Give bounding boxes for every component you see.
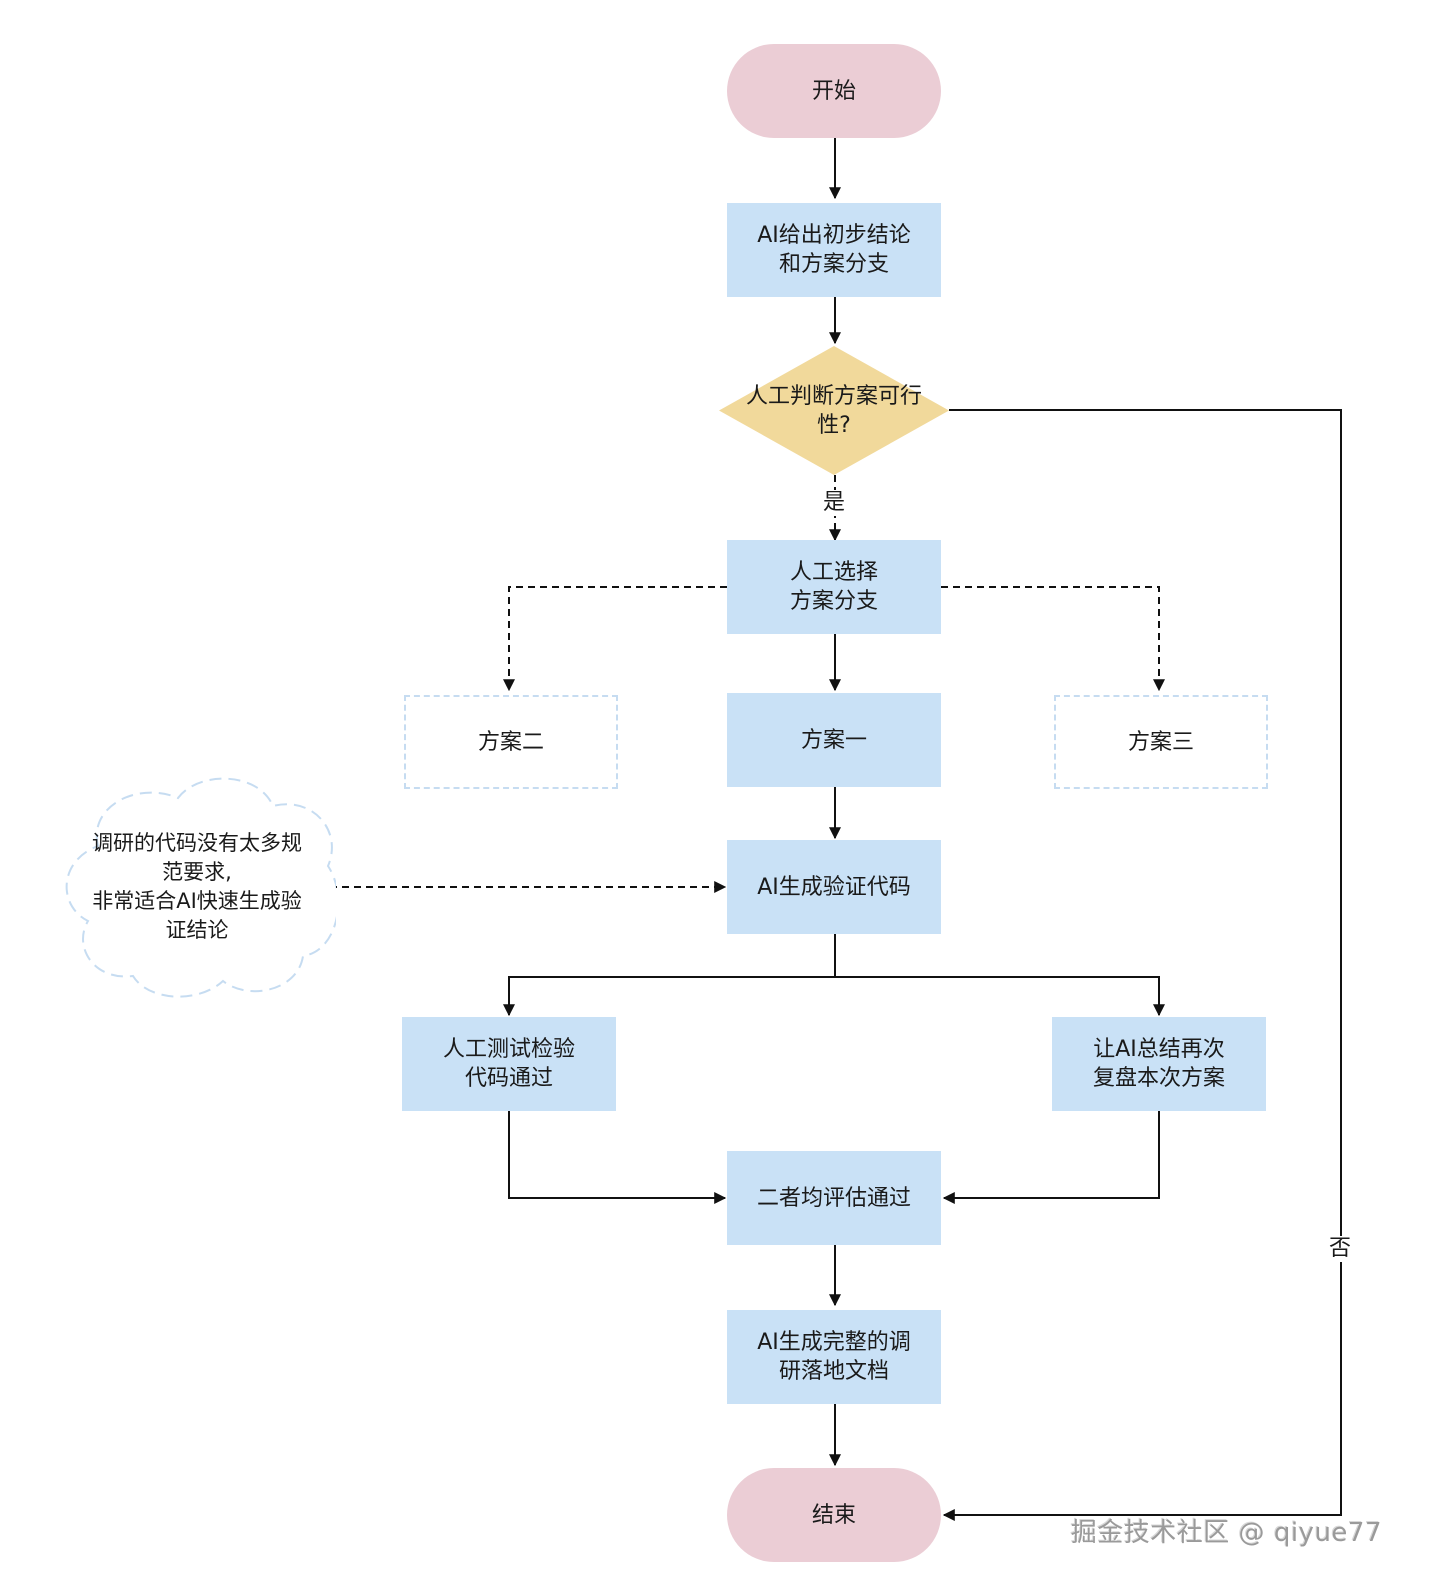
- ai-document-node: AI生成完整的调 研落地文档: [727, 1310, 941, 1404]
- manual-test-label: 人工测试检验 代码通过: [442, 1037, 575, 1091]
- ai-review-node: 让AI总结再次 复盘本次方案: [1052, 1017, 1266, 1111]
- option-three-label: 方案三: [1127, 729, 1194, 755]
- option-two-node: 方案二: [404, 695, 618, 789]
- edge-label-yes: 是: [823, 490, 846, 516]
- feasibility-decision-label: 人工判断方案可行 性?: [745, 383, 922, 438]
- cloud-shape: [65, 777, 336, 998]
- annotation-cloud: 调研的代码没有太多规 范要求, 非常适合AI快速生成验 证结论: [58, 776, 336, 998]
- decision-diamond-shape: [719, 346, 949, 475]
- ai-verify-code-label: AI生成验证代码: [757, 874, 911, 900]
- edge-label-no: 否: [1329, 1236, 1352, 1262]
- option-one-label: 方案一: [800, 727, 867, 753]
- watermark: 掘金技术社区 @ qiyue77: [1070, 1518, 1382, 1548]
- edge-select-to-option-two: [503, 586, 727, 692]
- start-node: 开始: [727, 44, 941, 138]
- edge-manual-test-to-both-pass: [508, 1111, 727, 1204]
- option-three-node: 方案三: [1054, 695, 1268, 789]
- end-label: 结束: [811, 1502, 856, 1528]
- ai-initial-conclusion-label: AI给出初步结论 和方案分支: [757, 223, 911, 277]
- option-one-node: 方案一: [727, 693, 941, 787]
- both-pass-label: 二者均评估通过: [756, 1185, 911, 1211]
- feasibility-decision-node: 人工判断方案可行 性?: [719, 346, 949, 475]
- option-two-label: 方案二: [477, 729, 544, 755]
- edge-ai-review-to-both-pass: [942, 1111, 1160, 1204]
- ai-document-label: AI生成完整的调 研落地文档: [757, 1330, 911, 1384]
- ai-verify-code-node: AI生成验证代码: [727, 840, 941, 934]
- start-label: 开始: [811, 78, 856, 104]
- select-branch-node: 人工选择 方案分支: [727, 540, 941, 634]
- annotation-text: 调研的代码没有太多规 范要求, 非常适合AI快速生成验 证结论: [92, 831, 302, 942]
- edge-verify-code-to-manual-test: [503, 976, 835, 1017]
- edge-decision-to-end-no: [942, 409, 1342, 1521]
- end-node: 结束: [727, 1468, 941, 1562]
- manual-test-node: 人工测试检验 代码通过: [402, 1017, 616, 1111]
- edge-select-to-option-three: [941, 586, 1165, 692]
- ai-initial-conclusion-node: AI给出初步结论 和方案分支: [727, 203, 941, 297]
- edge-verify-code-to-ai-review: [835, 976, 1165, 1017]
- select-branch-label: 人工选择 方案分支: [789, 560, 878, 614]
- ai-review-label: 让AI总结再次 复盘本次方案: [1092, 1037, 1225, 1091]
- both-pass-node: 二者均评估通过: [727, 1151, 941, 1245]
